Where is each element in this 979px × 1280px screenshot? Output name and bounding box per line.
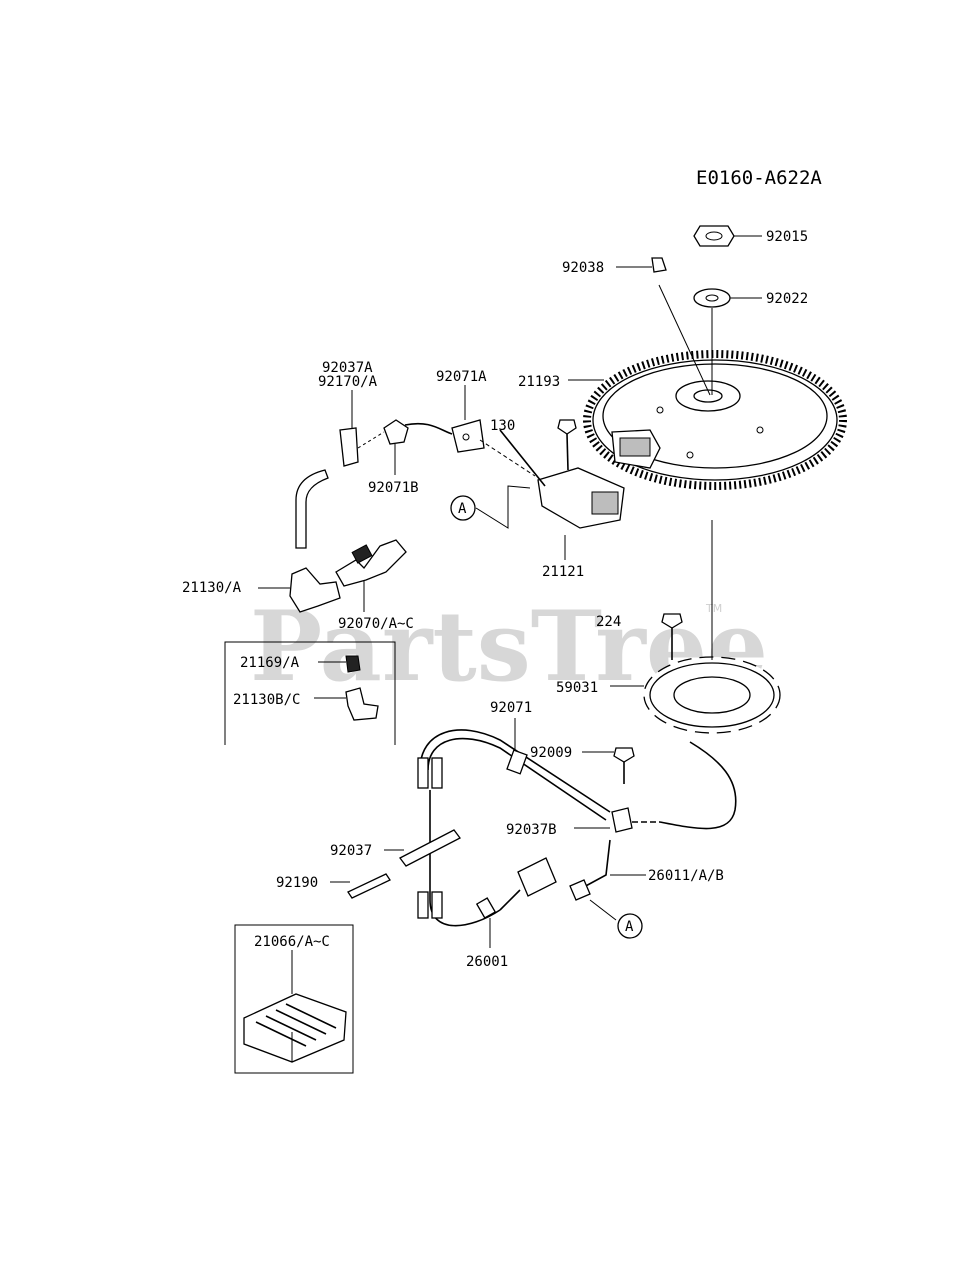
- label-92071a: 92071A: [436, 369, 487, 385]
- label-21130a: 21130/A: [182, 580, 242, 596]
- label-92037a: 92037A: [322, 360, 373, 376]
- label-92037b: 92037B: [506, 822, 557, 838]
- flywheel-key[interactable]: [651, 257, 667, 273]
- screw-92009[interactable]: [613, 747, 635, 784]
- plug-cap-21130bc[interactable]: [345, 687, 379, 721]
- plug-cap-21130a[interactable]: [289, 567, 341, 613]
- clamp-92071[interactable]: [506, 749, 528, 775]
- fitting-21169[interactable]: [345, 655, 361, 673]
- regulator-box: [234, 924, 354, 1074]
- label-92038: 92038: [562, 260, 604, 276]
- regulator[interactable]: [243, 993, 347, 1063]
- diagram-code: E0160-A622A: [696, 167, 822, 189]
- label-21066: 21066/A~C: [254, 934, 330, 950]
- tube-92190[interactable]: [347, 873, 391, 899]
- flywheel-nut[interactable]: [693, 225, 735, 247]
- callout-a-lower: A: [617, 913, 643, 939]
- label-92022: 92022: [766, 291, 808, 307]
- clamp-92037a[interactable]: [339, 427, 359, 467]
- label-130: 130: [490, 418, 515, 434]
- svg-text:A: A: [625, 919, 634, 935]
- flywheel[interactable]: [583, 350, 847, 490]
- label-92037: 92037: [330, 843, 372, 859]
- cap-92071b[interactable]: [383, 419, 409, 445]
- label-224: 224: [596, 614, 621, 630]
- clamp-92037b[interactable]: [611, 807, 633, 833]
- label-92009: 92009: [530, 745, 572, 761]
- stator[interactable]: [643, 656, 781, 734]
- ignition-coil[interactable]: [499, 429, 625, 529]
- label-21130bc: 21130B/C: [233, 692, 300, 708]
- label-92071b: 92071B: [368, 480, 419, 496]
- label-92071: 92071: [490, 700, 532, 716]
- label-59031: 59031: [556, 680, 598, 696]
- label-92190: 92190: [276, 875, 318, 891]
- callout-a-upper: A: [450, 495, 476, 521]
- ground-lead[interactable]: [569, 839, 611, 901]
- label-26011: 26011/A/B: [648, 868, 724, 884]
- spacer-92071a[interactable]: [451, 419, 485, 453]
- connector-pair[interactable]: [417, 757, 443, 919]
- harness-26001[interactable]: [475, 857, 557, 919]
- label-92170a: 92170/A: [318, 374, 378, 390]
- label-21169: 21169/A: [240, 655, 300, 671]
- spark-plug[interactable]: [335, 539, 407, 587]
- label-92070: 92070/A~C: [338, 616, 414, 632]
- watermark-tm: TM: [705, 602, 722, 615]
- svg-text:A: A: [458, 501, 467, 517]
- stator-bolt[interactable]: [661, 613, 683, 660]
- flywheel-washer[interactable]: [693, 288, 731, 308]
- label-92015: 92015: [766, 229, 808, 245]
- tube-92037[interactable]: [399, 829, 461, 867]
- label-21121: 21121: [542, 564, 584, 580]
- label-21193: 21193: [518, 374, 560, 390]
- label-26001: 26001: [466, 954, 508, 970]
- coil-bolt[interactable]: [557, 419, 577, 471]
